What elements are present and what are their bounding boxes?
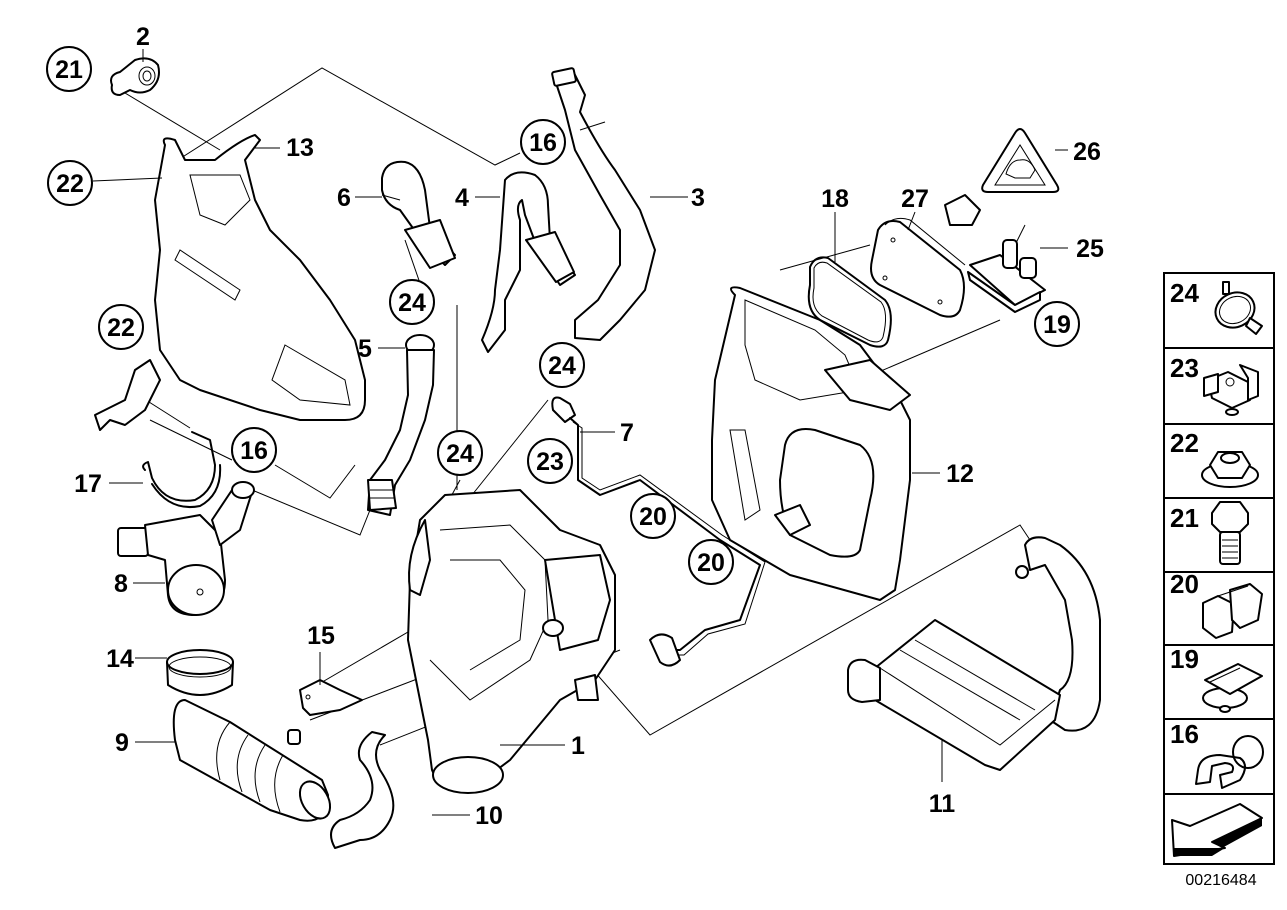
svg-text:24: 24 [548,352,576,380]
svg-text:19: 19 [1170,644,1199,674]
clip-nut-icon [1202,663,1263,713]
callout-circled-23[interactable]: 23 [527,438,573,484]
callout-circled-24[interactable]: 24 [437,430,483,476]
legend-item-23[interactable]: 23 [1170,353,1259,416]
svg-text:21: 21 [1170,503,1199,533]
pipe-clip-icon [1202,583,1263,639]
svg-text:24: 24 [446,440,474,468]
svg-text:16: 16 [529,129,557,157]
callout-3[interactable]: 3 [691,184,705,212]
legend-item-22[interactable]: 22 [1170,428,1259,488]
callout-5[interactable]: 5 [358,335,372,363]
part-15-bracket [299,679,363,716]
part-25-sensor [944,194,1046,313]
callout-8[interactable]: 8 [114,570,128,598]
callout-circled-16[interactable]: 16 [520,119,566,165]
part-17-strap [142,431,222,508]
svg-text:22: 22 [107,314,135,342]
part-5-hose [367,334,435,516]
callout-circled-16[interactable]: 16 [231,427,277,473]
svg-text:20: 20 [1170,569,1199,599]
svg-text:16: 16 [1170,719,1199,749]
callout-18[interactable]: 18 [821,185,849,213]
callout-leaders [92,49,1068,816]
circled-callouts: 21 22 22 16 16 24 24 24 [46,46,1080,585]
hose-bracket-clip-icon [1195,735,1264,789]
part-7-fuel-line [551,396,766,667]
part-14-ring [166,649,234,696]
callout-2[interactable]: 2 [136,23,150,51]
fastener-legend: 24 23 22 [1163,272,1275,865]
callout-circled-21[interactable]: 21 [46,46,92,92]
image-code: 00216484 [1185,872,1256,889]
svg-text:22: 22 [1170,428,1199,458]
callout-circled-22[interactable]: 22 [98,304,144,350]
callout-10[interactable]: 10 [475,802,503,830]
part-4-hose [481,171,576,353]
legend-item-24[interactable]: 24 [1170,278,1263,335]
part-8-water-pump [117,481,255,616]
part-6-hose [381,160,456,269]
front-direction-arrow-icon [1171,803,1263,857]
part-26-warning-label [981,128,1060,193]
part-18-gasket [807,256,892,348]
callout-circled-20[interactable]: 20 [630,493,676,539]
part-12-heat-shield [711,286,911,601]
part-1-heater-unit [407,489,616,794]
svg-text:16: 16 [240,437,268,465]
part-27-cover [870,217,966,318]
callout-circled-24[interactable]: 24 [539,342,585,388]
callout-6[interactable]: 6 [337,184,351,212]
callout-12[interactable]: 12 [946,460,974,488]
legend-item-20[interactable]: 20 [1170,569,1263,639]
part-11-exhaust-silencer [847,536,1101,771]
callout-25[interactable]: 25 [1076,235,1104,263]
callout-17[interactable]: 17 [74,470,102,498]
svg-text:21: 21 [55,56,83,84]
callout-4[interactable]: 4 [455,184,469,212]
hex-bolt-icon [1211,501,1249,565]
callout-11[interactable]: 11 [929,790,956,818]
svg-text:20: 20 [639,503,667,531]
cage-nut-icon [1203,364,1259,416]
svg-text:23: 23 [1170,353,1199,383]
part-2-mount [110,57,160,96]
callout-13[interactable]: 13 [286,134,314,162]
plain-callouts: 2 13 6 4 3 5 7 17 8 14 9 15 1 10 11 12 1… [74,23,1104,830]
svg-text:24: 24 [398,289,426,317]
svg-text:22: 22 [56,170,84,198]
svg-text:20: 20 [697,549,725,577]
svg-text:23: 23 [536,448,564,476]
legend-item-21[interactable]: 21 [1170,501,1249,565]
hose-clamp-icon [1214,281,1263,335]
callout-14[interactable]: 14 [106,645,134,673]
callout-7[interactable]: 7 [620,419,634,447]
svg-text:24: 24 [1170,278,1199,308]
callout-9[interactable]: 9 [115,729,129,757]
callout-1[interactable]: 1 [571,732,585,760]
callout-27[interactable]: 27 [901,185,929,213]
callout-circled-22[interactable]: 22 [47,160,93,206]
callout-circled-19[interactable]: 19 [1034,301,1080,347]
callout-circled-20[interactable]: 20 [688,539,734,585]
part-10-hose [330,731,395,849]
legend-item-19[interactable]: 19 [1170,644,1263,713]
legend-item-16[interactable]: 16 [1170,719,1264,789]
part-9-silencer [172,699,332,822]
part-3-hose [551,67,656,341]
svg-text:19: 19 [1043,311,1071,339]
flange-nut-icon [1201,451,1259,488]
callout-circled-24[interactable]: 24 [389,279,435,325]
callout-26[interactable]: 26 [1073,138,1101,166]
part-13-bracket [94,134,366,431]
callout-15[interactable]: 15 [307,622,335,650]
